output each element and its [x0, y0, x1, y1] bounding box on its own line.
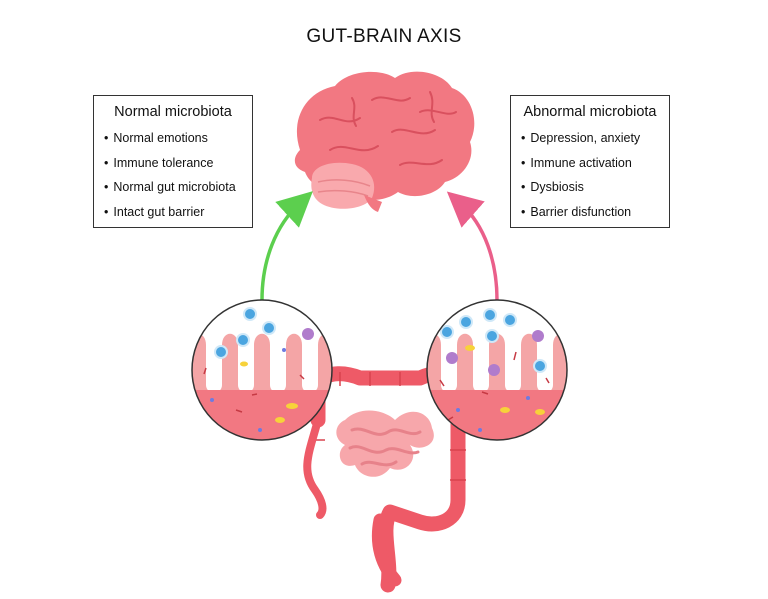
brain-cerebellum — [311, 162, 375, 209]
rectum — [371, 513, 402, 587]
normal-microbiota-heading: Normal microbiota — [114, 104, 232, 120]
normal-item: Normal gut microbiota — [104, 175, 252, 200]
abnormal-item: Depression, anxiety — [521, 126, 669, 151]
appendix — [303, 416, 327, 519]
abnormal-microbiota-heading: Abnormal microbiota — [523, 104, 657, 120]
brain-stem — [364, 195, 382, 212]
normal-item: Intact gut barrier — [104, 200, 252, 225]
abnormal-item: Barrier disfunction — [521, 200, 669, 225]
abnormal-arrow — [446, 191, 499, 301]
abnormal-microbiota-box: Abnormal microbiota Depression, anxiety … — [510, 95, 670, 228]
normal-microbiota-list: Normal emotions Immune tolerance Normal … — [94, 126, 252, 224]
normal-item: Immune tolerance — [104, 151, 252, 176]
normal-arrow — [260, 191, 313, 301]
intestine-icon — [303, 366, 466, 593]
large-intestine — [310, 366, 466, 593]
diagram-title: GUT-BRAIN AXIS — [306, 26, 462, 47]
normal-villi-magnifier — [191, 299, 333, 441]
brain-folds — [319, 91, 457, 166]
abnormal-item: Dysbiosis — [521, 175, 669, 200]
small-intestine — [336, 410, 434, 477]
cerebellum-lines — [317, 179, 371, 197]
small-intestine-loops — [348, 427, 422, 467]
normal-item: Normal emotions — [104, 126, 252, 151]
abnormal-item: Immune activation — [521, 151, 669, 176]
normal-microbiota-box: Normal microbiota Normal emotions Immune… — [93, 95, 253, 228]
brain-icon — [294, 71, 475, 212]
abnormal-villi-magnifier — [426, 299, 568, 441]
abnormal-microbiota-list: Depression, anxiety Immune activation Dy… — [511, 126, 669, 224]
